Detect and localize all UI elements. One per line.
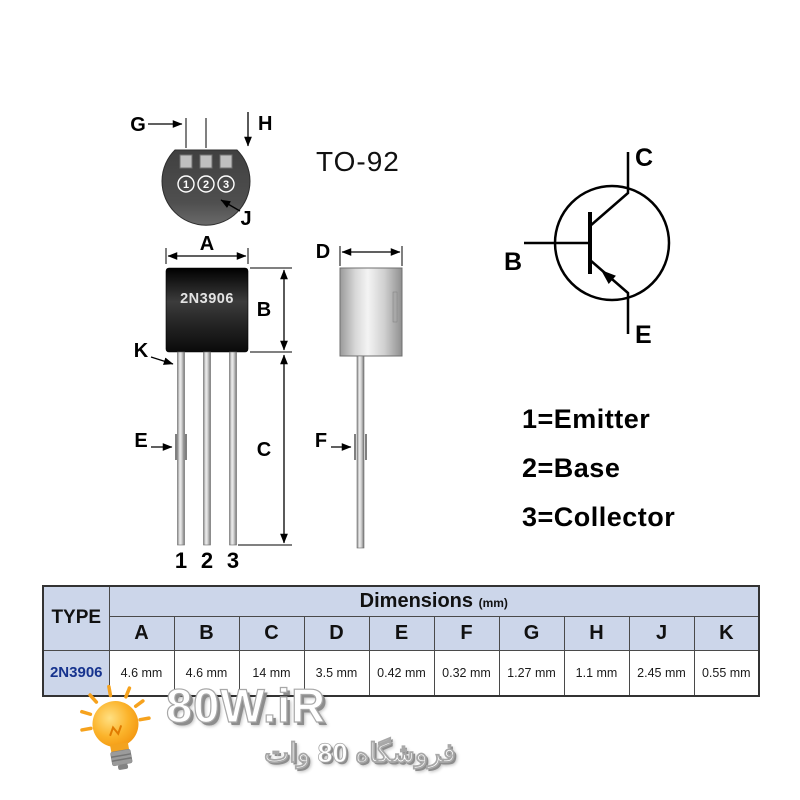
dim-label-c: C — [257, 439, 271, 461]
side-view-notch — [392, 291, 398, 323]
symbol-label-base: B — [504, 248, 522, 276]
dimension-b: B — [250, 267, 292, 353]
front-view-body — [165, 267, 249, 353]
col-header-b: B — [173, 615, 240, 651]
col-header-f: F — [433, 615, 500, 651]
value-a: 4.6 mm — [108, 649, 175, 697]
top-view: 1 2 3 G H J — [130, 112, 272, 230]
col-header-h: H — [563, 615, 630, 651]
pin2-cross-section — [199, 154, 213, 169]
bulb-glass — [92, 701, 139, 748]
dimension-d: D — [316, 241, 403, 266]
legend-collector: 3=Collector — [522, 502, 676, 532]
table-column-header-row: A B C D E F G H J K — [43, 615, 760, 651]
value-e: 0.42 mm — [368, 649, 435, 697]
dimension-j: J — [220, 199, 252, 230]
symbol-label-collector: C — [635, 144, 653, 172]
dimension-h: H — [244, 112, 272, 147]
pin-legend: 1=Emitter 2=Base 3=Collector — [522, 404, 675, 551]
pin3-circle — [217, 175, 235, 193]
part-number-marking: 2N3906 — [180, 291, 234, 307]
lead-number-3: 3 — [227, 548, 239, 573]
dim-label-g: G — [130, 114, 146, 136]
row-type: 2N3906 — [42, 649, 110, 697]
value-h: 1.1 mm — [563, 649, 630, 697]
value-c: 14 mm — [238, 649, 305, 697]
emitter-arrow — [601, 270, 616, 284]
watermark: 80W.iR فروشگاه 80 وات — [76, 679, 457, 786]
dimensions-unit: (mm) — [478, 595, 508, 610]
dim-label-h: H — [258, 113, 272, 135]
lead-1 — [177, 351, 185, 546]
value-f: 0.32 mm — [433, 649, 500, 697]
col-header-c: C — [238, 615, 305, 651]
dimension-a: A — [165, 233, 249, 264]
col-header-g: G — [498, 615, 565, 651]
lead-number-1: 1 — [175, 548, 187, 573]
col-header-j: J — [628, 615, 695, 651]
value-j: 2.45 mm — [628, 649, 695, 697]
col-header-a: A — [108, 615, 175, 651]
dimension-k: K — [134, 340, 174, 365]
pin1-cross-section — [179, 154, 193, 169]
package-drawing: 1 2 3 G H J A — [130, 112, 671, 573]
dim-label-a: A — [200, 233, 214, 255]
bulb-base — [110, 748, 133, 767]
value-g: 1.27 mm — [498, 649, 565, 697]
dim-label-e: E — [134, 430, 147, 452]
col-header-e: E — [368, 615, 435, 651]
watermark-site-name: 80W.iR — [165, 679, 327, 732]
side-view: D F — [315, 241, 403, 549]
dim-label-j: J — [240, 208, 251, 230]
bulb-rays — [80, 684, 151, 732]
lightbulb-icon — [80, 684, 151, 770]
lead-number-2: 2 — [201, 548, 213, 573]
table-header-type: TYPE — [42, 585, 110, 651]
pin2-number: 2 — [203, 179, 209, 191]
dimensions-title: Dimensions — [359, 589, 474, 612]
transistor-symbol: C B E — [504, 144, 671, 349]
symbol-label-emitter: E — [635, 321, 652, 349]
dimension-f: F — [315, 430, 367, 460]
dim-label-d: D — [316, 241, 330, 263]
dimension-e: E — [134, 430, 187, 460]
legend-base: 2=Base — [522, 453, 621, 483]
dimension-c: C — [238, 354, 292, 546]
bulb-filament — [109, 725, 122, 737]
pin1-circle — [177, 175, 195, 193]
dim-label-b: B — [257, 299, 271, 321]
side-view-body — [339, 267, 403, 357]
bulb-tip — [117, 763, 129, 770]
side-view-lead — [356, 355, 365, 549]
table-header-dimensions: Dimensions (mm) — [108, 585, 760, 617]
dimensions-table: TYPE Dimensions (mm) A B C D E F G H J K… — [42, 585, 761, 697]
value-d: 3.5 mm — [303, 649, 370, 697]
pin1-number: 1 — [183, 179, 189, 191]
dim-label-f: F — [315, 430, 327, 452]
value-k: 0.55 mm — [693, 649, 760, 697]
package-name: TO-92 — [316, 146, 400, 177]
pin3-number: 3 — [223, 179, 229, 191]
front-view: A 2N3906 1 2 3 B C K — [134, 233, 292, 573]
watermark-store-name: فروشگاه 80 وات — [264, 738, 457, 769]
value-b: 4.6 mm — [173, 649, 240, 697]
pin2-circle — [197, 175, 215, 193]
lead-2 — [203, 351, 211, 546]
col-header-d: D — [303, 615, 370, 651]
dim-label-k: K — [134, 340, 149, 362]
pin3-cross-section — [219, 154, 233, 169]
legend-emitter: 1=Emitter — [522, 404, 651, 434]
dimension-g: G — [130, 114, 207, 148]
col-header-k: K — [693, 615, 760, 651]
lead-3 — [229, 351, 237, 546]
symbol-collector-lead — [589, 152, 630, 227]
table-row: 2N3906 4.6 mm 4.6 mm 14 mm 3.5 mm 0.42 m… — [42, 649, 760, 697]
